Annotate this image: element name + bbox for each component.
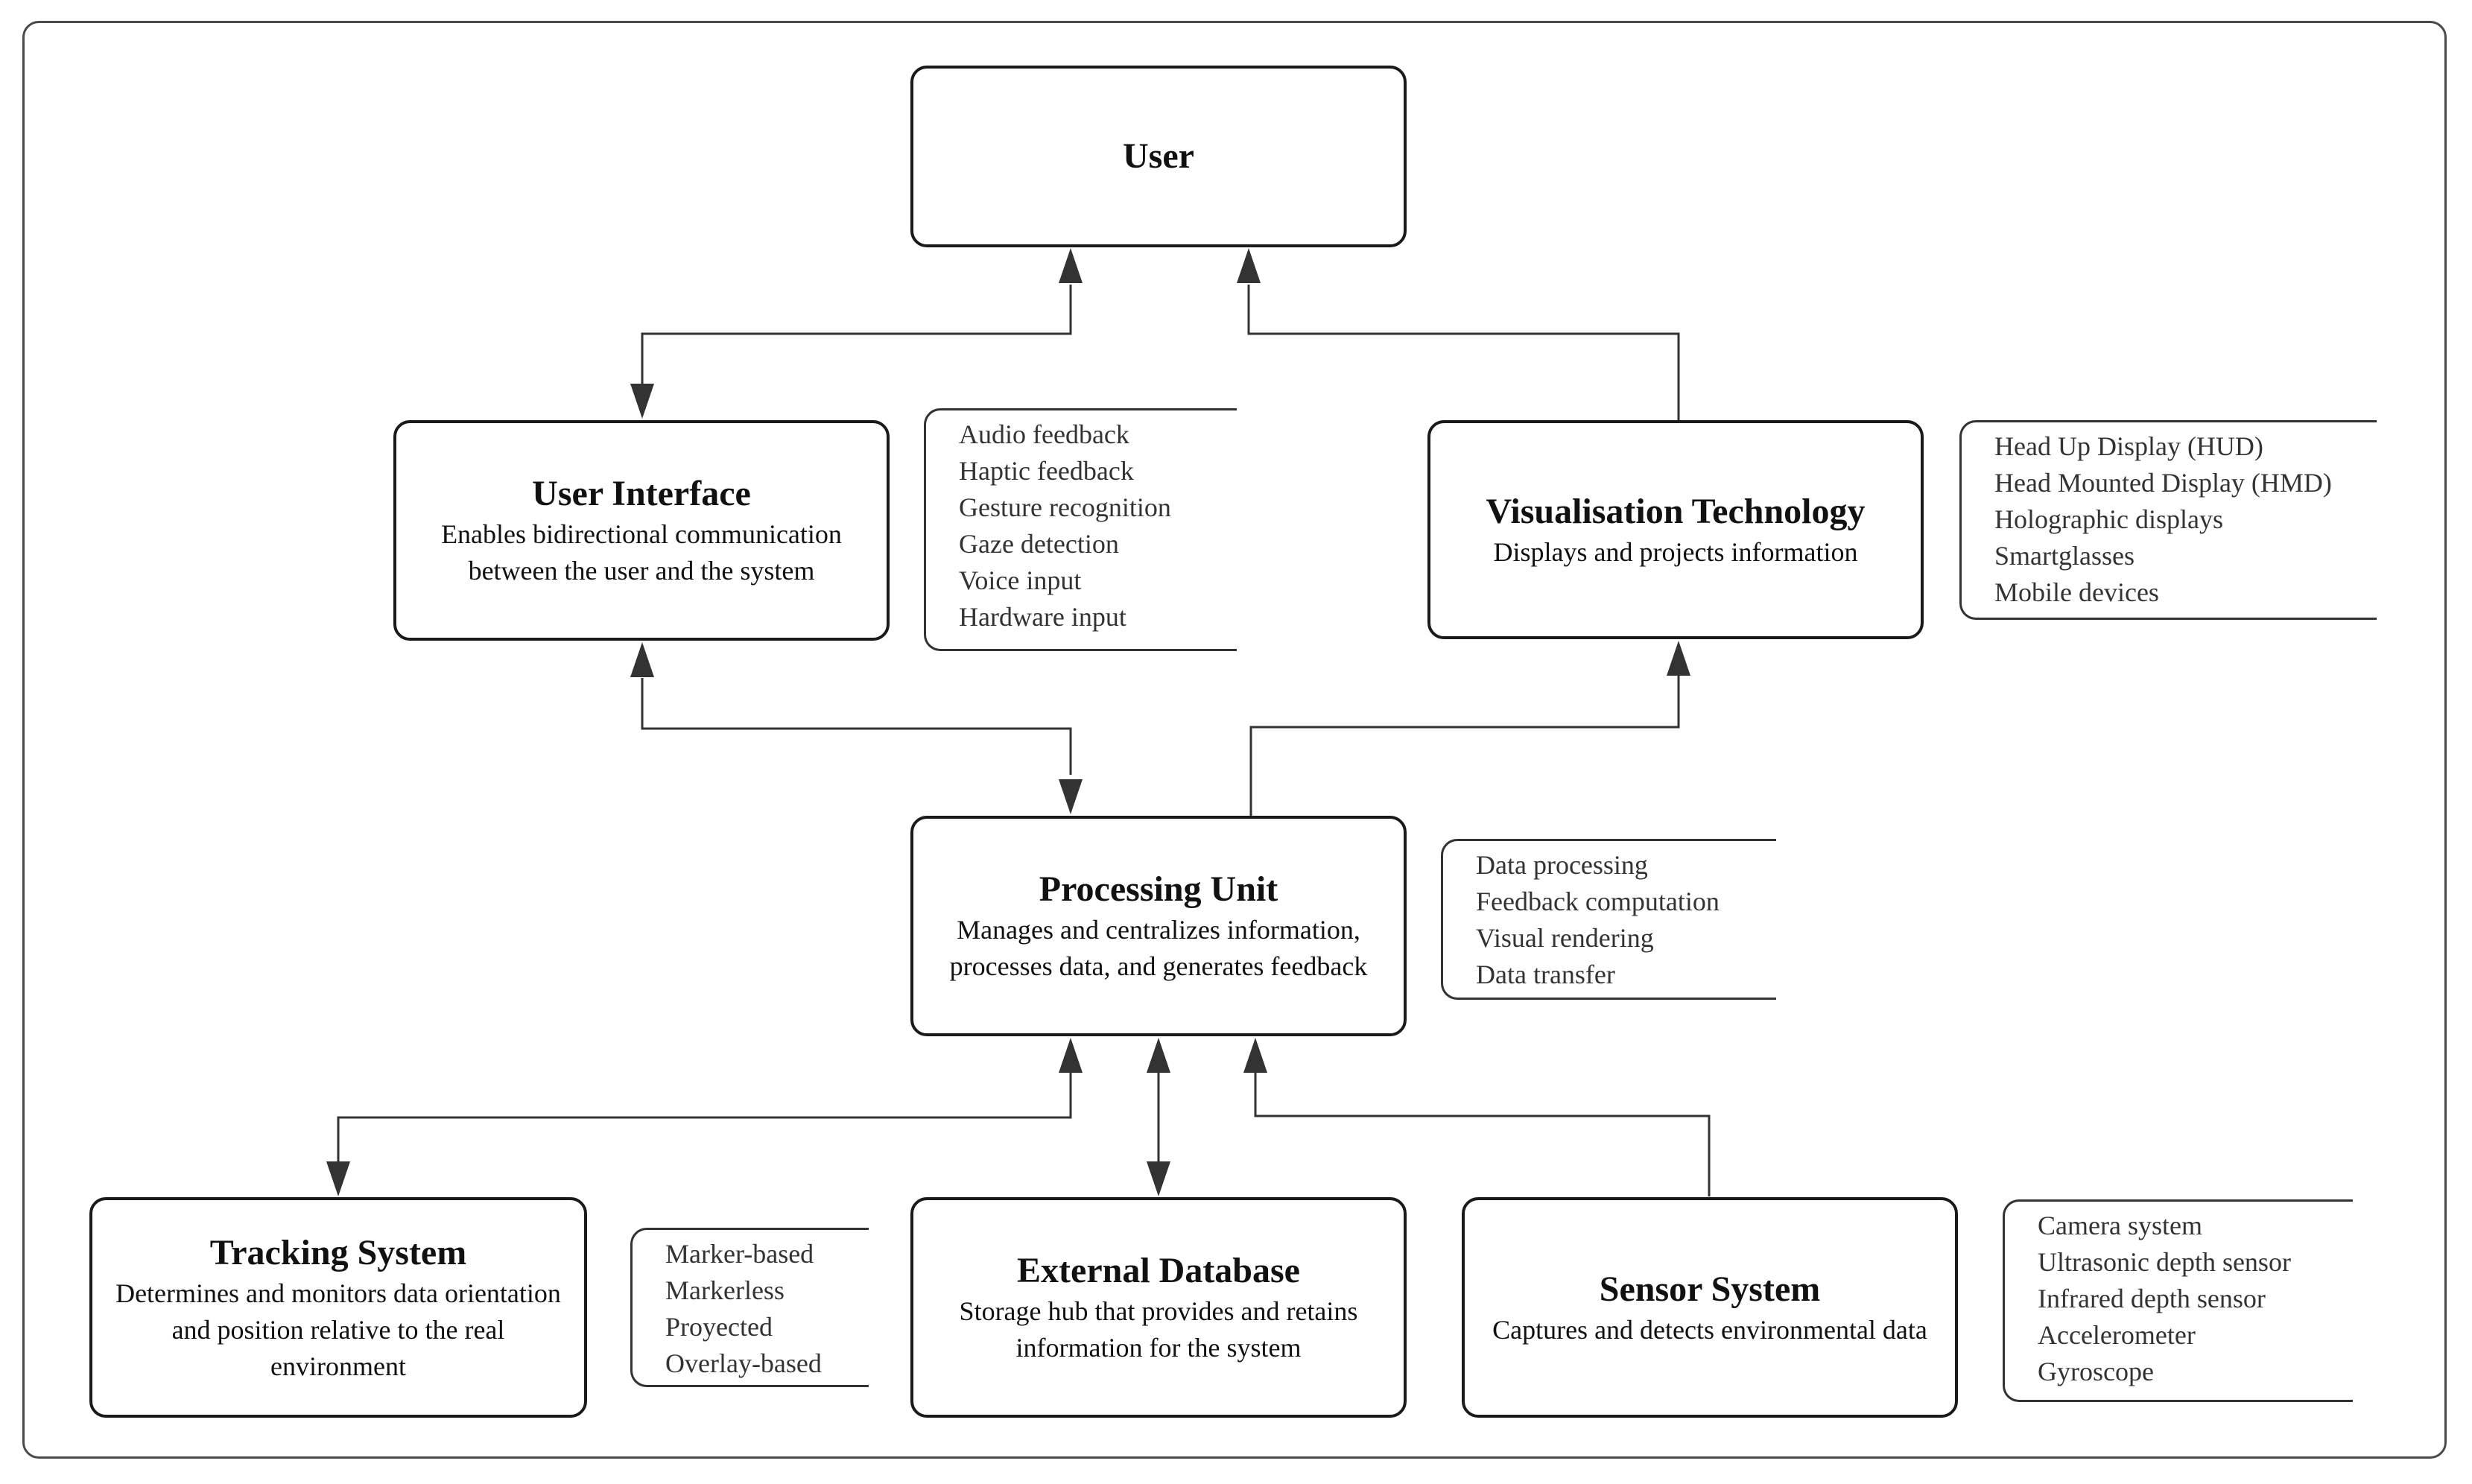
processing-features: Data processing Feedback computation Vis… [1441,839,1776,1000]
list-item: Gesture recognition [959,492,1171,522]
database-node: External Database Storage hub that provi… [910,1197,1407,1418]
list-item: Mobile devices [1994,577,2159,607]
visualisation-description: Displays and projects information [1493,536,1858,567]
tracking-node: Tracking System Determines and monitors … [89,1197,587,1418]
user-node: User [910,66,1407,247]
list-item: Haptic feedback [959,456,1134,486]
list-item: Hardware input [959,602,1126,632]
list-item: Data transfer [1476,960,1615,989]
tracking-features: Marker-based Markerless Proyected Overla… [630,1228,869,1387]
tracking-description: Determines and monitors data orientation… [115,1278,561,1381]
arrowhead-processing-left [1059,1038,1083,1073]
arrowhead-vis-bottom [1667,641,1690,676]
arrowhead-processing-top [1059,779,1083,814]
list-item: Proyected [665,1312,773,1342]
list-item: Head Up Display (HUD) [1994,431,2263,461]
list-item: Data processing [1476,850,1648,880]
diagram-frame [22,21,2447,1459]
user-interface-features: Audio feedback Haptic feedback Gesture r… [924,408,1237,651]
tracking-title: Tracking System [209,1232,467,1272]
database-title: External Database [1017,1251,1300,1290]
connector-vis-user [1247,285,1680,420]
visualisation-features: Head Up Display (HUD) Head Mounted Displ… [1959,420,2377,620]
list-item: Overlay-based [665,1348,822,1378]
connector-sensor-processing [1254,1073,1711,1196]
list-item: Marker-based [665,1239,814,1269]
list-item: Smartglasses [1994,541,2135,571]
user-title: User [1123,136,1194,176]
visualisation-title: Visualisation Technology [1486,491,1866,531]
sensor-node: Sensor System Captures and detects envir… [1462,1197,1958,1418]
processing-description: Manages and centralizes information, pro… [949,915,1368,981]
sensor-title: Sensor System [1599,1269,1821,1309]
visualisation-node: Visualisation Technology Displays and pr… [1427,420,1924,639]
arrowhead-ui-top [630,384,654,419]
sensor-description: Captures and detects environmental data [1492,1314,1927,1345]
list-item: Audio feedback [959,419,1129,449]
list-item: Head Mounted Display (HMD) [1994,468,2332,498]
arrowhead-tracking [326,1161,350,1196]
arrowhead-processing-right [1243,1038,1267,1073]
arrowhead-database [1147,1161,1170,1196]
database-description: Storage hub that provides and retains in… [959,1296,1358,1363]
list-item: Camera system [2038,1211,2202,1240]
arrowhead-user-right [1237,248,1261,283]
list-item: Holographic displays [1994,504,2223,534]
list-item: Markerless [665,1275,785,1305]
list-item: Visual rendering [1476,923,1654,953]
connector-processing-tracking [337,1073,1072,1162]
user-interface-title: User Interface [532,474,751,513]
list-item: Ultrasonic depth sensor [2038,1247,2291,1277]
connector-processing-vis [1249,675,1680,816]
processing-title: Processing Unit [1039,869,1278,909]
arrowhead-processing-mid [1147,1038,1170,1073]
arrowhead-ui-bottom [630,642,654,677]
list-item: Gaze detection [959,529,1119,559]
sensor-features: Camera system Ultrasonic depth sensor In… [2003,1199,2353,1402]
user-interface-node: User Interface Enables bidirectional com… [393,420,890,641]
user-interface-description: Enables bidirectional communication betw… [441,519,842,586]
connector-user-ui [641,285,1072,392]
list-item: Gyroscope [2038,1357,2154,1386]
processing-node: Processing Unit Manages and centralizes … [910,816,1407,1036]
list-item: Infrared depth sensor [2038,1284,2266,1313]
list-item: Accelerometer [2038,1320,2196,1350]
list-item: Voice input [959,565,1082,595]
connector-ui-processing [641,678,1072,775]
arrowhead-user [1059,248,1083,283]
list-item: Feedback computation [1476,887,1720,916]
